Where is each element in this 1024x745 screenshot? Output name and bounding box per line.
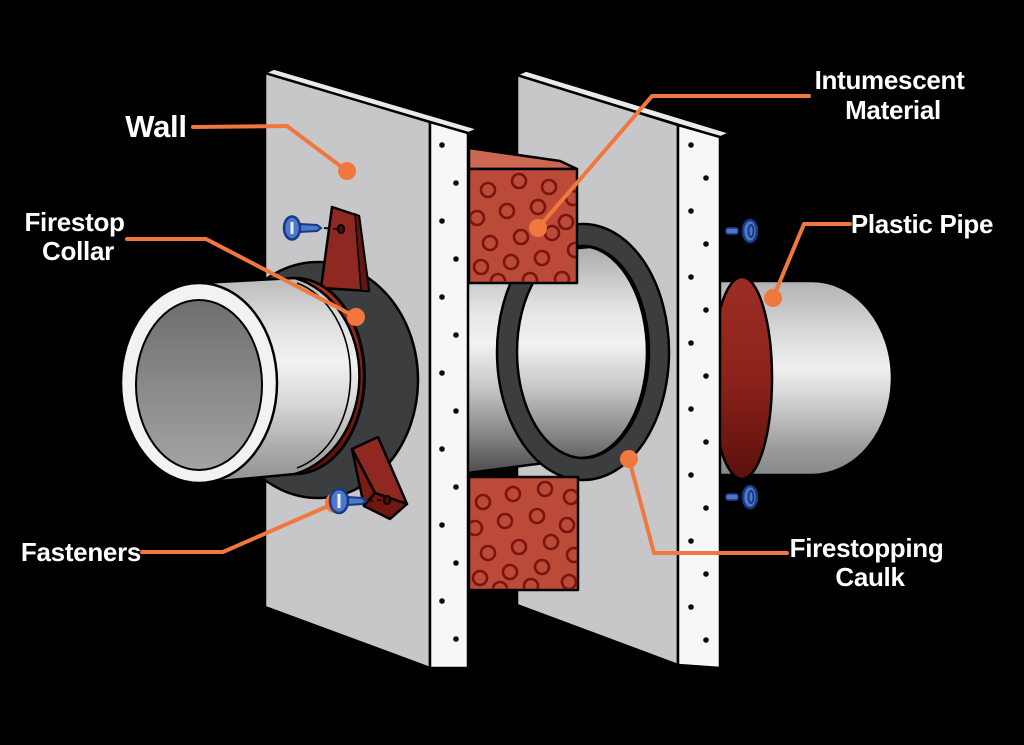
collar-tab-bottom [350,435,409,521]
label-firestop-collar-line2: Collar [42,236,114,266]
leader-fasteners [140,501,337,554]
screw-head [741,484,759,510]
label-wall: Wall [125,109,186,144]
screw-bottom-left [328,487,368,515]
leader-plastic-pipe [771,222,852,300]
collar-tab-top-hole [336,223,346,235]
screw-right-top [725,218,759,244]
leader-firestopping-caulk [627,457,789,555]
leader-dot-wall [338,162,356,180]
fasteners [282,215,759,515]
plastic-pipe-mid-segment [428,245,649,480]
label-fasteners: Fasteners [21,537,141,567]
label-caulk-line2: Caulk [835,562,905,592]
leader-dot-firestop-collar [347,308,365,326]
wall-back-edge [676,123,722,670]
leader-intumescent [536,94,811,230]
label-firestop-collar-line1: Firestop [24,207,124,237]
leader-dot-firestopping-caulk [620,450,638,468]
labels: Wall Firestop Collar Fasteners Intumesce… [21,65,994,592]
collar-tab-top [319,205,371,293]
collar-tab-top-edge [354,213,370,292]
screw-slot [747,490,755,504]
label-caulk-line1: Firestopping [790,533,944,563]
collar-tab-bottom-front-face [362,491,409,521]
label-intumescent-line2: Material [845,95,941,125]
label-intumescent-line1: Intumescent [815,65,965,95]
intumescent-dots-top [470,172,576,282]
leader-wall [191,124,349,173]
wall-front-edge [428,120,470,670]
wall-front-edge-dots [439,142,459,642]
screw-slot [747,224,755,238]
screw-shaft [725,493,739,501]
screw-head [741,218,759,244]
pipe-bore [135,299,263,471]
label-wall-line1: Wall [125,109,186,144]
leader-dot-intumescent [529,219,547,237]
wall-back-edge-dots [688,142,709,643]
screw-right-bottom [725,484,759,510]
screw-shaft [299,222,323,234]
label-fasteners-line1: Fasteners [21,537,141,567]
screw-guide-dash-top [323,227,338,230]
leader-firestop-collar [125,237,358,319]
plastic-pipe-opening [119,281,279,485]
label-plastic-pipe-line1: Plastic Pipe [851,209,993,239]
collar-tab-bottom-hole [382,494,392,506]
label-firestop-collar: Firestop Collar [24,207,131,266]
leader-lines [125,94,852,555]
leader-dot-plastic-pipe [764,289,782,307]
intumescent-dots-bottom [470,480,577,589]
label-plastic-pipe: Plastic Pipe [851,209,993,239]
screw-guide-dash-bottom [367,499,382,502]
intumescent-block-top [467,146,579,285]
label-firestopping-caulk: Firestopping Caulk [790,533,951,592]
screw-top-left [282,215,323,241]
screw-shaft [346,495,368,507]
screw-shaft [725,227,739,235]
intumescent-block-bottom [467,475,580,592]
label-intumescent-material: Intumescent Material [815,65,972,125]
